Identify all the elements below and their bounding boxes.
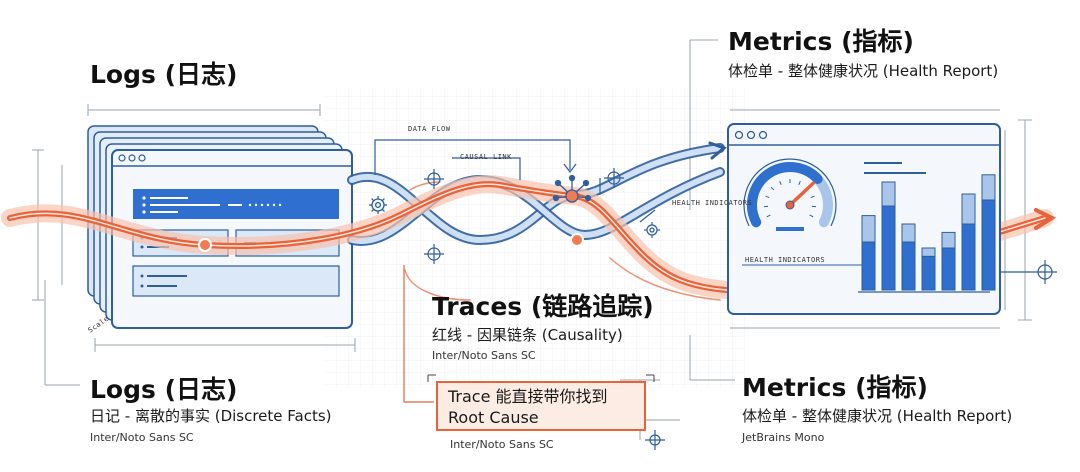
trace-node-middle <box>570 233 584 247</box>
gauge-tick <box>765 195 770 199</box>
causal-link-label: CAUSAL LINK <box>460 153 512 161</box>
bar-segment-fill <box>861 241 876 291</box>
callout-corner-marks <box>427 374 655 382</box>
bar-segment-fill <box>981 199 996 291</box>
bar-segment-light <box>861 215 876 243</box>
logs-title: Logs (日志) <box>90 375 238 404</box>
crosshair-markers <box>424 168 1057 450</box>
gauge-fill <box>747 162 823 228</box>
bar-segment-fill <box>881 205 896 291</box>
bar-segment-fill <box>901 241 916 291</box>
bar-segment-light <box>881 181 896 207</box>
health-bar-chart <box>861 174 996 291</box>
gauge-tick <box>766 214 771 218</box>
traces-subtitle: 红线 - 因果链条 (Causality) <box>432 326 623 344</box>
logs-subtitle: 日记 - 离散的事实 (Discrete Facts) <box>90 407 332 425</box>
gauge-tick <box>810 195 815 199</box>
health-indicators-label: HEALTH INDICATORS <box>745 256 825 264</box>
root-cause-callout: Trace 能直接带你找到 Root Cause <box>436 381 646 431</box>
bar-segment-fill <box>961 223 976 291</box>
logs-font-note: Inter/Noto Sans SC <box>90 431 194 444</box>
bar-segment-light <box>901 223 916 243</box>
scale-label: Scale <box>87 315 111 335</box>
callout-line-1: Trace 能直接带你找到 <box>448 387 608 406</box>
gear-icon <box>369 196 387 214</box>
metrics-top-subtitle: 体检单 - 整体健康状况 (Health Report) <box>728 62 999 80</box>
gear-icon <box>644 222 660 238</box>
bar-segment-fill <box>941 247 956 291</box>
bar-segment-light <box>921 247 936 257</box>
metrics-subtitle: 体检单 - 整体健康状况 (Health Report) <box>742 407 1013 425</box>
metrics-font-note: JetBrains Mono <box>742 431 825 444</box>
gauge-needle <box>788 181 816 207</box>
health-gauge <box>743 158 837 231</box>
health-indicators-label-small: HEALTH INDICATORS <box>672 199 752 207</box>
dashboard-text-lines <box>864 162 926 174</box>
log-row-box-bottom <box>132 265 340 297</box>
dimension-lines <box>32 39 1032 440</box>
logs-top-title: Logs (日志) <box>90 60 238 89</box>
data-flow-label: DATA FLOW <box>408 125 451 133</box>
callout-line-2: Root Cause <box>448 408 539 427</box>
gauge-tick <box>770 186 775 191</box>
trace-node-logs <box>198 238 212 252</box>
gauge-tick <box>809 214 814 218</box>
metrics-title: Metrics (指标) <box>742 373 928 402</box>
annotation-connectors <box>374 139 656 223</box>
metrics-dashboard <box>727 123 1001 315</box>
gauge-tick <box>779 180 782 186</box>
callout-font-note: Inter/Noto Sans SC <box>450 438 554 451</box>
gauge-outline <box>743 158 837 227</box>
bar-segment-light <box>961 193 976 225</box>
background-grid <box>325 88 745 388</box>
bar-segment-light <box>981 174 996 201</box>
callout-connector <box>403 265 434 403</box>
gauge-hub <box>785 200 795 210</box>
causal-link-hub <box>552 174 592 203</box>
bar-segment-fill <box>921 255 936 291</box>
gauge-tick <box>798 180 801 186</box>
metrics-top-title: Metrics (指标) <box>728 27 914 56</box>
traces-title: Traces (链路追踪) <box>432 292 654 321</box>
bar-segment-light <box>941 231 956 249</box>
traces-font-note: Inter/Noto Sans SC <box>432 349 536 362</box>
gauge-readout-bar <box>776 227 804 231</box>
